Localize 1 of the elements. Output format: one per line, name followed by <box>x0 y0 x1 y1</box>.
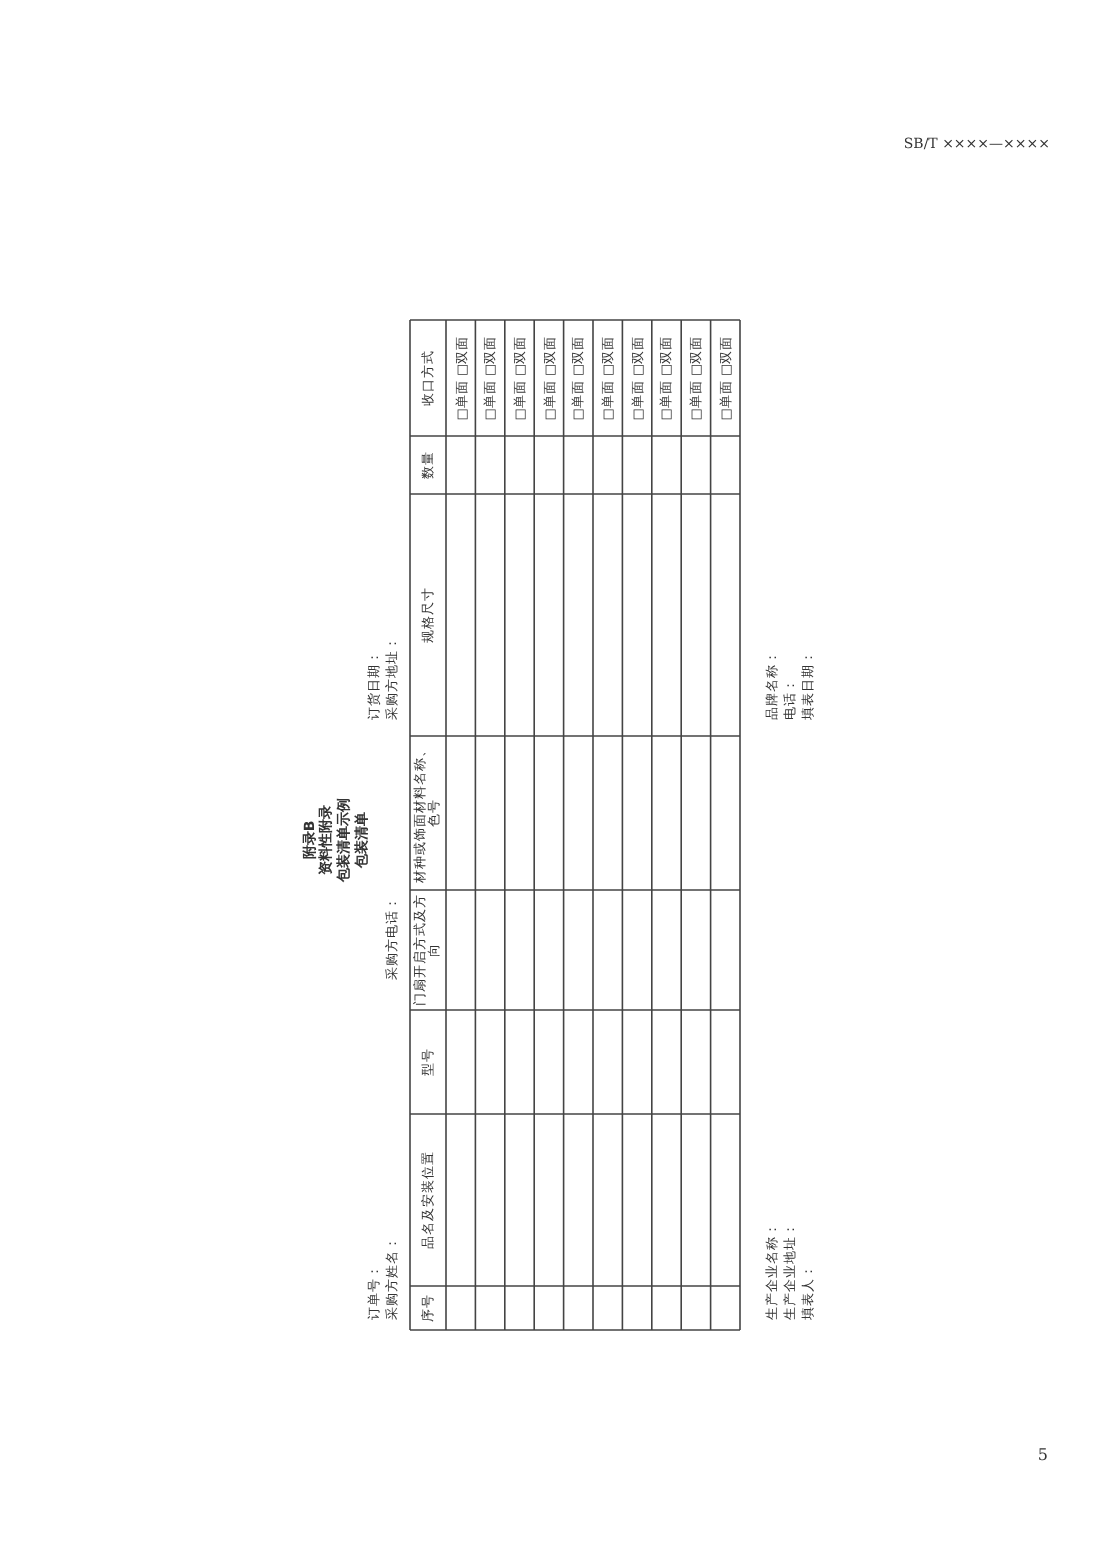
page-number: 5 <box>1037 1448 1048 1464</box>
